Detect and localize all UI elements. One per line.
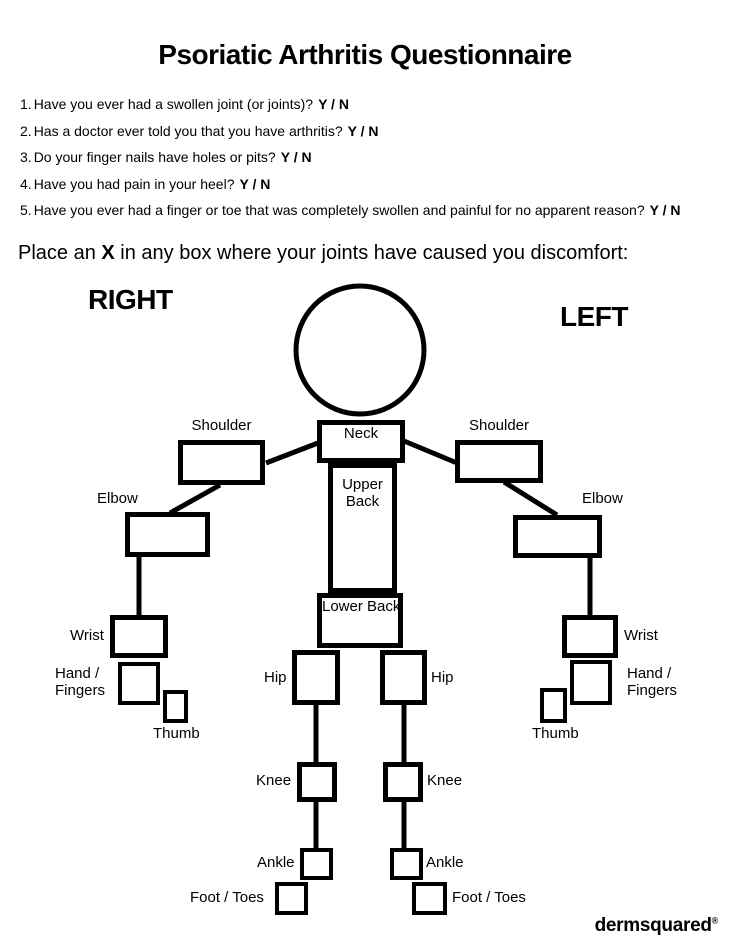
joint-box-right-hand[interactable] bbox=[118, 662, 160, 705]
left-elbow-label: Elbow bbox=[582, 490, 623, 507]
right-elbow-label: Elbow bbox=[97, 490, 138, 507]
joint-box-left-thumb[interactable] bbox=[540, 688, 567, 723]
page-title: Psoriatic Arthritis Questionnaire bbox=[158, 39, 572, 70]
question-row: 5.Have you ever had a finger or toe that… bbox=[20, 202, 720, 218]
joint-box-right-shoulder[interactable] bbox=[178, 440, 265, 485]
registered-trademark-mark: ® bbox=[711, 915, 719, 926]
logo-text: dermsquared bbox=[594, 915, 712, 936]
joint-box-left-foot[interactable] bbox=[412, 882, 447, 915]
joint-box-left-wrist[interactable] bbox=[562, 615, 618, 658]
question-text: Have you ever had a swollen joint (or jo… bbox=[33, 96, 314, 112]
question-row: 4.Have you had pain in your heel?Y / N bbox=[20, 176, 720, 192]
joint-box-left-hand[interactable] bbox=[570, 660, 612, 705]
joint-box-left-elbow[interactable] bbox=[513, 515, 602, 558]
instruction-x: X bbox=[101, 242, 115, 264]
dermsquared-logo: dermsquared® bbox=[594, 915, 719, 937]
side-label-right: RIGHT bbox=[88, 284, 173, 315]
question-number: 4. bbox=[20, 175, 32, 192]
joint-box-right-foot[interactable] bbox=[275, 882, 308, 915]
left-wrist-label: Wrist bbox=[624, 627, 658, 644]
question-list: 1.Have you ever had a swollen joint (or … bbox=[20, 96, 720, 229]
joint-box-right-elbow[interactable] bbox=[125, 512, 210, 557]
joint-box-upper-back[interactable]: Upper Back bbox=[328, 463, 397, 593]
line-right-upper-arm bbox=[168, 482, 222, 516]
question-text: Have you ever had a finger or toe that w… bbox=[33, 202, 645, 218]
joint-box-right-thumb[interactable] bbox=[163, 690, 188, 723]
question-row: 2.Has a doctor ever told you that you ha… bbox=[20, 123, 720, 139]
right-shoulder-label: Shoulder bbox=[191, 417, 252, 434]
answer-yn-4[interactable]: Y / N bbox=[239, 175, 271, 192]
question-row: 3.Do your finger nails have holes or pit… bbox=[20, 149, 720, 165]
joint-box-right-wrist[interactable] bbox=[110, 615, 168, 658]
lower-back-label: Lower Back bbox=[322, 598, 401, 615]
line-left-upper-arm bbox=[502, 479, 559, 518]
left-ankle-label: Ankle bbox=[426, 854, 464, 871]
joint-box-left-hip[interactable] bbox=[380, 650, 427, 705]
joint-box-right-ankle[interactable] bbox=[300, 848, 333, 880]
joint-box-neck[interactable]: Neck bbox=[317, 420, 405, 463]
right-thumb-label: Thumb bbox=[153, 725, 200, 742]
neck-label: Neck bbox=[343, 425, 379, 442]
joint-box-right-knee[interactable] bbox=[297, 762, 337, 802]
left-knee-label: Knee bbox=[427, 772, 463, 789]
question-text: Has a doctor ever told you that you have… bbox=[33, 122, 343, 139]
question-number: 3. bbox=[20, 149, 32, 165]
joint-box-right-hip[interactable] bbox=[292, 650, 340, 705]
line-neck-to-left-shoulder bbox=[403, 438, 458, 466]
question-number: 1. bbox=[20, 96, 32, 112]
right-knee-label: Knee bbox=[256, 772, 292, 789]
head-circle bbox=[293, 283, 427, 417]
question-number: 2. bbox=[20, 122, 32, 139]
left-shoulder-label: Shoulder bbox=[468, 417, 530, 434]
right-hip-label: Hip bbox=[264, 669, 287, 686]
left-hand-label: Hand / Fingers bbox=[627, 665, 678, 699]
instruction-text: Place an X in any box where your joints … bbox=[18, 242, 628, 265]
answer-yn-5[interactable]: Y / N bbox=[649, 202, 681, 218]
joint-box-left-knee[interactable] bbox=[383, 762, 423, 802]
question-row: 1.Have you ever had a swollen joint (or … bbox=[20, 96, 720, 112]
instruction-prefix: Place an bbox=[18, 242, 102, 264]
question-number: 5. bbox=[20, 202, 32, 218]
upper-back-label: Upper Back bbox=[342, 476, 383, 510]
instruction-suffix: in any box where your joints have caused… bbox=[114, 242, 629, 264]
left-hip-label: Hip bbox=[431, 669, 454, 686]
right-ankle-label: Ankle bbox=[257, 854, 295, 871]
left-foot-label: Foot / Toes bbox=[452, 889, 526, 906]
right-hand-label: Hand / Fingers bbox=[55, 665, 106, 699]
right-foot-label: Foot / Toes bbox=[190, 889, 264, 906]
answer-yn-1[interactable]: Y / N bbox=[318, 96, 349, 112]
joint-box-left-ankle[interactable] bbox=[390, 848, 423, 880]
answer-yn-2[interactable]: Y / N bbox=[347, 122, 379, 139]
answer-yn-3[interactable]: Y / N bbox=[280, 149, 312, 165]
right-wrist-label: Wrist bbox=[70, 627, 104, 644]
joint-box-left-shoulder[interactable] bbox=[455, 440, 543, 483]
side-label-left: LEFT bbox=[560, 301, 629, 332]
line-neck-to-right-shoulder bbox=[265, 440, 319, 466]
question-text: Have you had pain in your heel? bbox=[33, 175, 235, 192]
left-thumb-label: Thumb bbox=[532, 725, 579, 742]
joint-box-lower-back[interactable]: Lower Back bbox=[317, 593, 403, 648]
question-text: Do your finger nails have holes or pits? bbox=[33, 149, 276, 165]
